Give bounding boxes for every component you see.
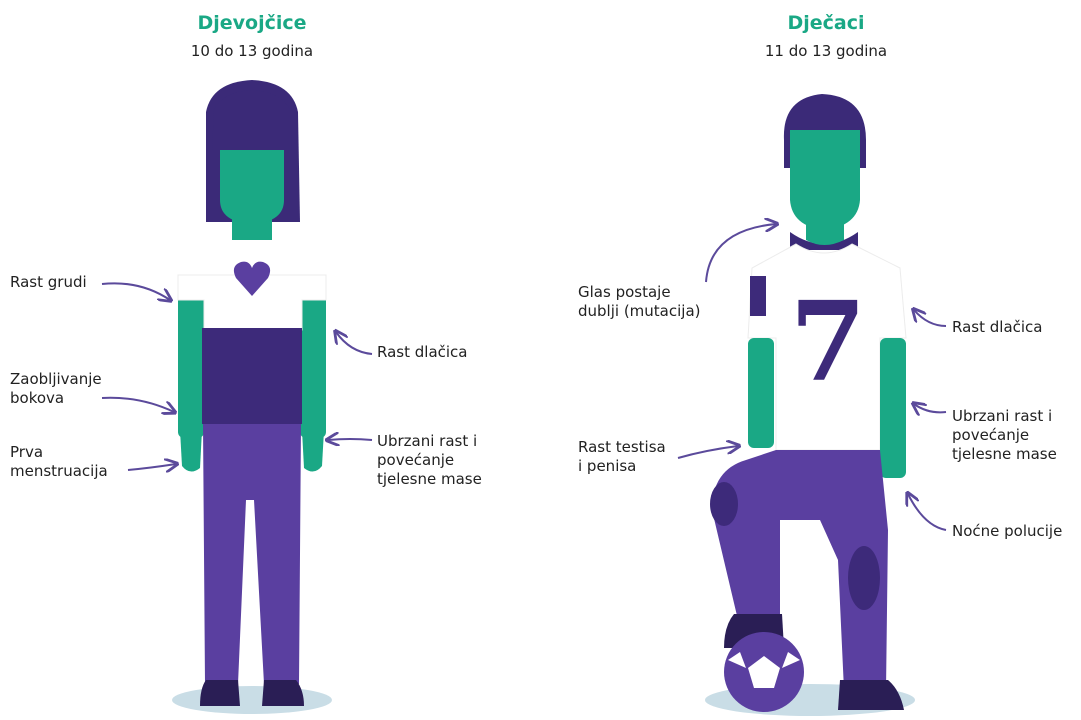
label-menstruation-line2: menstruacija xyxy=(10,462,108,481)
girl-right-arm xyxy=(300,278,326,438)
arrow-hair-boy xyxy=(914,310,946,326)
label-hair-growth-boy: Rast dlačica xyxy=(952,318,1042,337)
label-voice-line2: dublji (mutacija) xyxy=(578,302,701,321)
label-nocturnal-emissions: Noćne polucije xyxy=(952,522,1062,541)
arrow-growth-girl xyxy=(328,439,372,440)
label-growth-girl-line2: povećanje xyxy=(377,451,454,470)
label-growth-girl-line1: Ubrzani rast i xyxy=(377,432,477,451)
girl-left-hand xyxy=(180,430,202,472)
arrow-breast xyxy=(102,283,170,300)
boy-neck xyxy=(806,214,844,245)
boy-knee-patch xyxy=(848,546,880,610)
boy-right-arm xyxy=(880,338,906,478)
girl-bangs xyxy=(212,90,292,150)
arrow-testes xyxy=(678,446,738,458)
label-growth-boy-line3: tjelesne mase xyxy=(952,445,1057,464)
label-menstruation-line1: Prva xyxy=(10,443,43,462)
boy-figure: 7 xyxy=(705,94,915,716)
boy-right-shoe xyxy=(838,680,904,710)
girl-figure xyxy=(172,80,332,714)
label-hair-growth-girl: Rast dlačica xyxy=(377,343,467,362)
boy-shirt-number: 7 xyxy=(790,277,867,406)
arrow-growth-boy xyxy=(914,404,946,412)
girl-face xyxy=(220,150,284,224)
label-growth-girl-line3: tjelesne mase xyxy=(377,470,482,489)
boy-sleeve-mark xyxy=(750,276,766,316)
girl-shirt-bottom xyxy=(202,328,302,424)
label-hips-line1: Zaobljivanje xyxy=(10,370,102,389)
label-growth-boy-line1: Ubrzani rast i xyxy=(952,407,1052,426)
label-growth-boy-line2: povećanje xyxy=(952,426,1029,445)
girl-right-shoe xyxy=(262,680,304,706)
boy-left-arm xyxy=(748,338,774,448)
girl-left-arm xyxy=(178,278,204,438)
label-voice-line1: Glas postaje xyxy=(578,283,671,302)
label-hips-line2: bokova xyxy=(10,389,64,408)
girl-ground-shadow xyxy=(172,686,332,714)
girl-left-shoe xyxy=(200,680,240,706)
label-breast-growth: Rast grudi xyxy=(10,273,87,292)
girl-right-hand xyxy=(302,430,324,472)
label-testes-line1: Rast testisa xyxy=(578,438,666,457)
arrow-hair-girl xyxy=(336,332,372,354)
boy-hip-patch xyxy=(710,482,738,526)
arrow-menstruation xyxy=(128,464,176,470)
label-testes-line2: i penisa xyxy=(578,457,636,476)
girl-pants xyxy=(203,424,301,684)
arrow-hips xyxy=(102,398,174,412)
arrow-emissions xyxy=(908,494,946,530)
